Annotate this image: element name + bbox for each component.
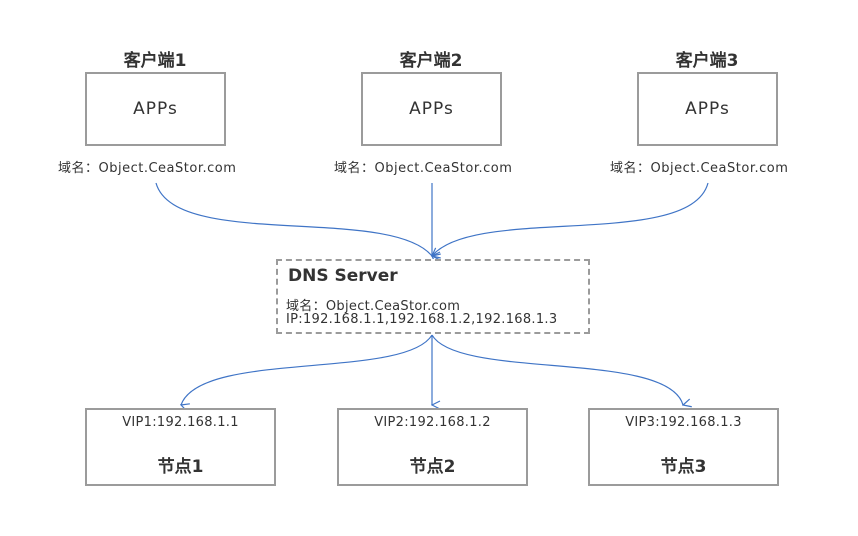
node2-box: VIP2:192.168.1.2 节点2: [337, 408, 528, 486]
node1-box: VIP1:192.168.1.1 节点1: [85, 408, 276, 486]
client3-box: APPs: [637, 72, 778, 146]
node1-vip: VIP1:192.168.1.1: [122, 415, 239, 430]
dns-ip-list: IP:192.168.1.1,192.168.1.2,192.168.1.3: [286, 312, 558, 327]
node3-vip: VIP3:192.168.1.3: [625, 415, 742, 430]
node3-box: VIP3:192.168.1.3 节点3: [588, 408, 779, 486]
node2-vip: VIP2:192.168.1.2: [374, 415, 491, 430]
node3-name: 节点3: [660, 457, 707, 477]
client3-title: 客户端3: [675, 51, 739, 71]
node1-name: 节点1: [157, 457, 204, 477]
dns-domain: 域名：Object.CeaStor.com: [286, 299, 461, 314]
client2-apps-label: APPs: [409, 99, 454, 119]
client2-title: 客户端2: [399, 51, 463, 71]
arrow-client3-to-dns: [432, 182, 709, 256]
dns-server-title: DNS Server: [288, 266, 398, 286]
client1-apps-label: APPs: [133, 99, 178, 119]
client1-domain: 域名：Object.CeaStor.com: [58, 161, 237, 176]
client2-box: APPs: [361, 72, 502, 146]
arrow-client1-to-dns: [155, 182, 432, 256]
client2-domain: 域名：Object.CeaStor.com: [334, 161, 513, 176]
client1-title: 客户端1: [123, 51, 187, 71]
client3-apps-label: APPs: [685, 99, 730, 119]
client3-domain: 域名：Object.CeaStor.com: [610, 161, 789, 176]
client1-box: APPs: [85, 72, 226, 146]
arrow-dns-to-node3: [431, 334, 683, 405]
arrow-dns-to-node1: [181, 334, 433, 405]
node2-name: 节点2: [409, 457, 456, 477]
dns-server-box: DNS Server 域名：Object.CeaStor.com IP:192.…: [276, 259, 590, 334]
